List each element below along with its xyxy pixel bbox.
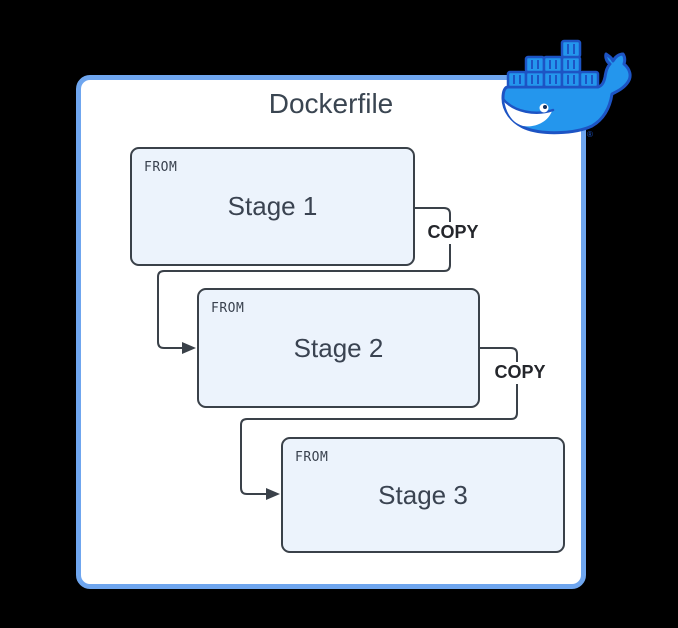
- stage-node-2: FROM Stage 2: [197, 288, 480, 408]
- diagram-title: Dockerfile: [268, 88, 394, 119]
- stage-node-3: FROM Stage 3: [281, 437, 565, 553]
- docker-whale-icon: ®: [501, 39, 632, 139]
- registered-trademark-symbol: ®: [587, 130, 593, 139]
- stage-name-label: Stage 1: [227, 191, 318, 221]
- stage-name-label: Stage 2: [293, 332, 384, 363]
- stage-from-keyword: FROM: [211, 301, 245, 316]
- stage-name-label: Stage 3: [378, 479, 468, 510]
- stage-from-keyword: FROM: [295, 450, 329, 465]
- container-stack: [506, 39, 600, 89]
- copy-label-2: COPY: [491, 362, 549, 384]
- stage-node-1: FROM Stage 1: [130, 147, 415, 266]
- stage-from-keyword: FROM: [144, 160, 178, 175]
- whale-smile: [501, 97, 555, 114]
- copy-label-1: COPY: [424, 222, 482, 244]
- whale-pupil: [543, 105, 547, 109]
- whale-body: [501, 52, 632, 135]
